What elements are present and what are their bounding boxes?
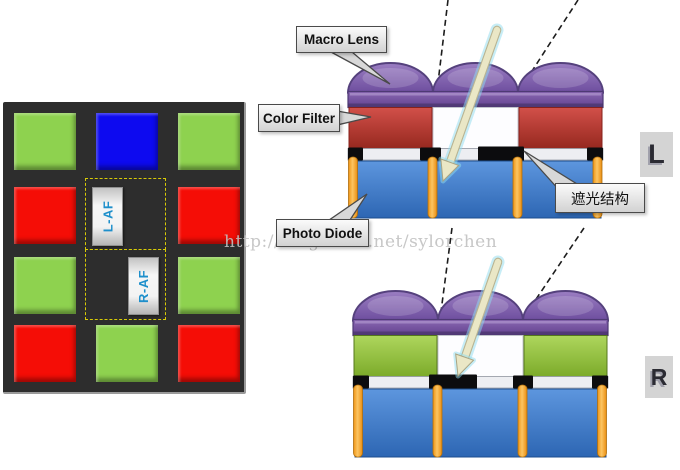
- left-view-tag: L: [640, 132, 673, 177]
- metal-shield: [513, 375, 533, 389]
- af-clear-window: [437, 335, 524, 377]
- shield-strip: [347, 148, 604, 161]
- sensor-array-panel: L-AF R-AF: [3, 102, 246, 394]
- lens-highlight: [367, 296, 424, 316]
- color-filter-green-right: [523, 335, 608, 377]
- sensor-cell-green: [178, 257, 240, 314]
- sensor-cell-green: [14, 113, 76, 170]
- left-view-tag-text: L: [648, 139, 665, 169]
- lens-highlight: [537, 296, 594, 316]
- af-light-shield: [478, 146, 524, 161]
- af-light-shield: [429, 374, 477, 389]
- pixel-wall: [512, 156, 523, 219]
- color-filter-red-right: [518, 107, 603, 149]
- right-view-tag: R: [645, 356, 673, 398]
- sensor-cell-red: [14, 187, 76, 244]
- band-shadow: [353, 331, 608, 336]
- sensor-cell-green: [14, 257, 76, 314]
- color-filter-label: Color Filter: [258, 104, 340, 132]
- photo-diode-label-text: Photo Diode: [282, 225, 363, 241]
- pixel-wall: [432, 384, 443, 458]
- right-view-tag-text: R: [650, 363, 668, 390]
- r-pixel-cross-section: [352, 227, 609, 458]
- color-filter-red-left: [348, 107, 433, 149]
- shield-structure-label-text: 遮光结构: [571, 191, 629, 208]
- incident-light-arrow: [438, 23, 504, 184]
- af-pixel-outline-bottom: [85, 249, 166, 320]
- sensor-cell-red: [178, 325, 240, 382]
- sensor-cell-blue: [96, 113, 158, 170]
- sensor-cell-red: [178, 187, 240, 244]
- right-af-pixel: R-AF: [128, 257, 159, 315]
- macro-lens-label: Macro Lens: [296, 26, 387, 53]
- photo-diode-label: Photo Diode: [276, 219, 369, 247]
- shield-strip: [352, 376, 609, 389]
- metal-shield: [420, 147, 441, 161]
- pixel-wall: [597, 384, 607, 458]
- pixel-wall: [517, 384, 528, 458]
- photo-diode-row: [354, 388, 607, 458]
- shield-structure-label: 遮光结构: [555, 183, 645, 213]
- af-clear-window: [432, 107, 519, 149]
- incident-light-arrow-blocked: [453, 255, 505, 379]
- macro-lens-label-text: Macro Lens: [303, 32, 380, 47]
- sensor-cell-green: [178, 113, 240, 170]
- pixel-wall: [427, 156, 438, 219]
- color-filter-green-left: [353, 335, 438, 377]
- lens-highlight: [532, 68, 589, 88]
- sensor-cell-green: [96, 325, 158, 382]
- pixel-wall: [353, 384, 363, 458]
- color-filter-label-text: Color Filter: [262, 110, 335, 126]
- sensor-cell-red: [14, 325, 76, 382]
- left-af-pixel: L-AF: [92, 187, 123, 246]
